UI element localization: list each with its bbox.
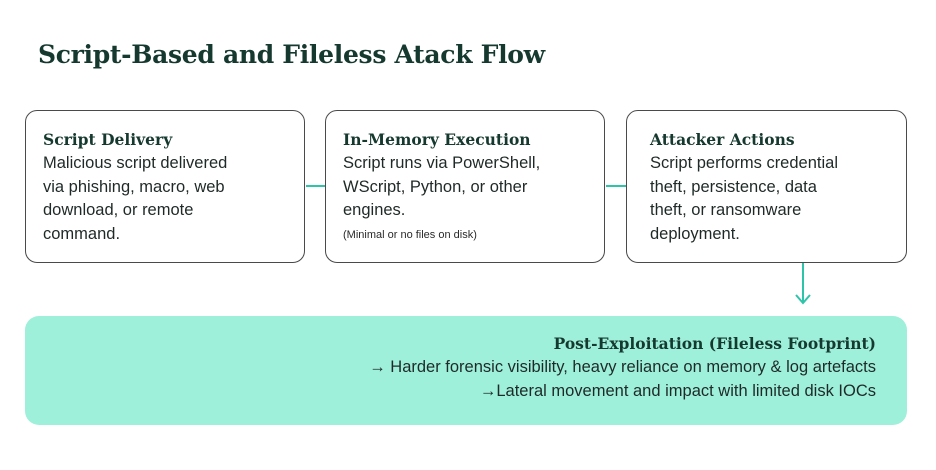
connector-line xyxy=(606,185,626,187)
step-description-line: via phishing, macro, web xyxy=(43,177,225,196)
step-description-line: Script performs credential xyxy=(650,154,838,172)
step-description-line: theft, persistence, data xyxy=(650,177,817,196)
step-description-line: theft, or ransomware xyxy=(650,201,802,219)
step-title: In-Memory Execution xyxy=(343,130,531,149)
step-description-line: Malicious script delivered xyxy=(43,154,228,172)
step-title: Script Delivery xyxy=(43,130,173,149)
step-description-line: deployment. xyxy=(650,224,740,243)
step-description-line: engines. xyxy=(343,201,406,219)
step-description-line: WScript, Python, or other xyxy=(343,177,528,196)
panel-line: →Lateral movement and impact with limite… xyxy=(479,381,876,400)
step-description: Script runs via PowerShell, WScript, Pyt… xyxy=(343,152,588,223)
step-attacker-actions: Attacker Actions Script performs credent… xyxy=(626,110,907,263)
arrow-down-icon xyxy=(795,263,811,305)
step-description-line: command. xyxy=(43,224,121,243)
step-description: Script performs credential theft, persis… xyxy=(650,152,890,246)
step-note: (Minimal or no files on disk) xyxy=(343,228,477,241)
panel-title: Post-Exploitation (Fileless Footprint) xyxy=(553,334,876,353)
step-description-line: download, or remote xyxy=(43,201,194,219)
step-description: Malicious script delivered via phishing,… xyxy=(43,152,288,246)
step-in-memory-execution: In-Memory Execution Script runs via Powe… xyxy=(325,110,605,263)
step-title: Attacker Actions xyxy=(650,130,795,149)
post-exploitation-panel: Post-Exploitation (Fileless Footprint) →… xyxy=(25,316,907,425)
step-description-line: Script runs via PowerShell, xyxy=(343,154,541,172)
panel-line: → Harder forensic visibility, heavy reli… xyxy=(369,358,876,376)
step-script-delivery: Script Delivery Malicious script deliver… xyxy=(25,110,305,263)
connector-line xyxy=(306,185,325,187)
page-title: Script-Based and Fileless Atack Flow xyxy=(38,40,545,69)
